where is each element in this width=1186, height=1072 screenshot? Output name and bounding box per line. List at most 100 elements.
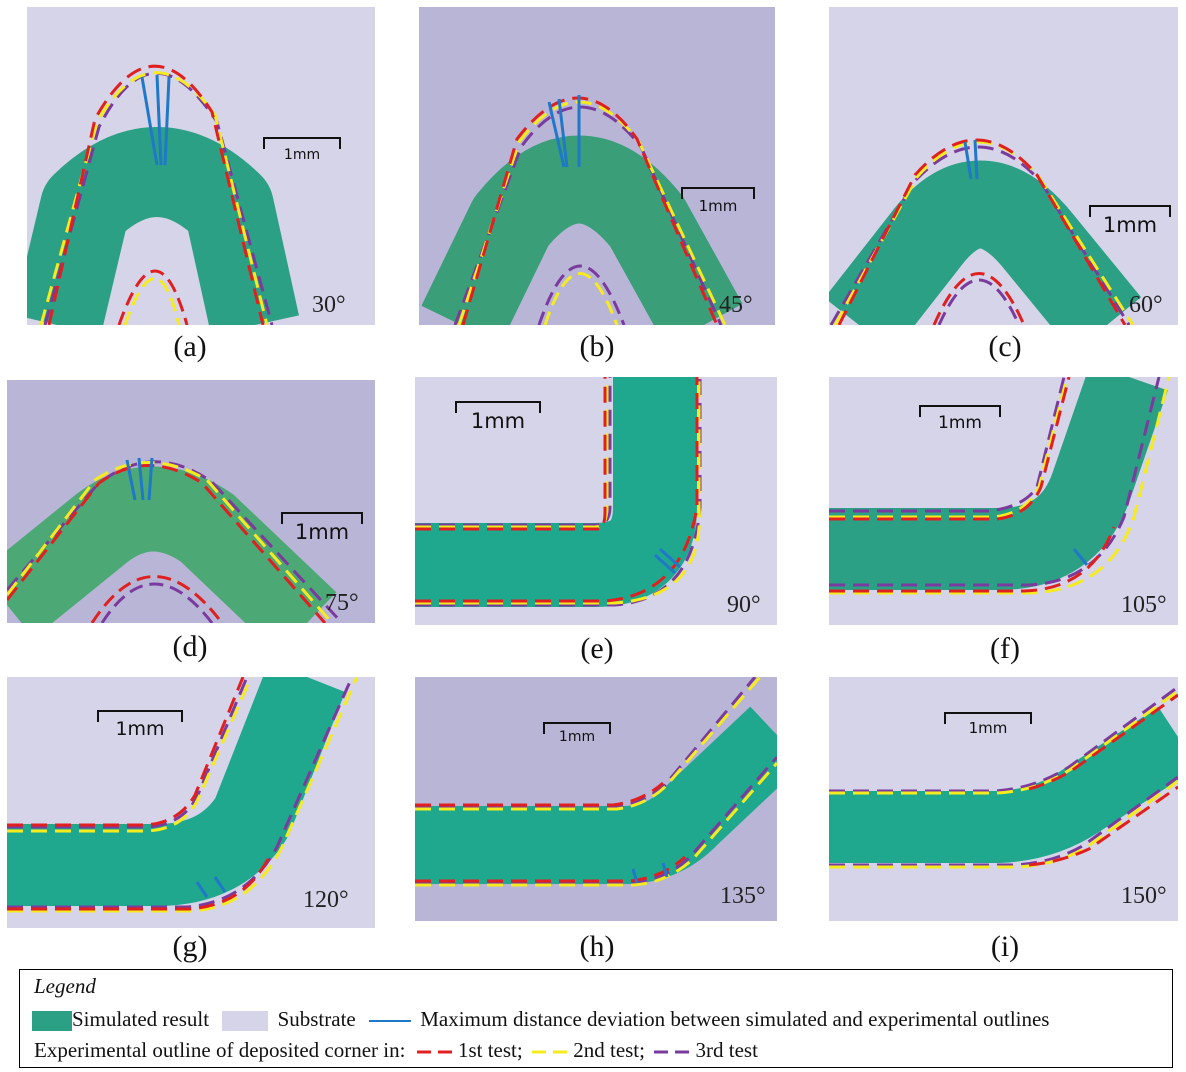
scale-bar-line xyxy=(919,405,1001,417)
outline-test2 xyxy=(7,677,253,833)
simulated-track xyxy=(829,706,1178,863)
simulated-track xyxy=(829,377,1168,590)
outer-outline-test3 xyxy=(415,756,777,885)
simulated-track xyxy=(27,127,299,325)
legend-simulated-label: Simulated result xyxy=(72,1007,210,1031)
scale-bar-line xyxy=(97,710,183,722)
deviation-lines xyxy=(1072,548,1089,566)
outline-test2 xyxy=(7,461,334,623)
outline-test2 xyxy=(829,377,1069,519)
panel-g-figure xyxy=(7,677,375,928)
outer-outline-test1 xyxy=(7,856,271,911)
panel-f: 1mm 105° xyxy=(829,377,1178,625)
panel-h: 1mm 135° xyxy=(415,677,777,921)
panel-d-figure xyxy=(7,380,375,623)
outline-test3 xyxy=(43,71,274,325)
inner-outline-test1 xyxy=(117,269,189,325)
panel-h-figure xyxy=(415,677,777,921)
outline-test3 xyxy=(829,685,1178,793)
scale-bar-line xyxy=(281,512,363,524)
inner-outline-test3 xyxy=(100,582,214,623)
outer-outline-test3 xyxy=(415,377,702,607)
simulated-track xyxy=(421,135,743,325)
legend-separator-2: ; xyxy=(639,1038,645,1062)
inner-outline-test1 xyxy=(90,575,224,623)
angle-label: 150° xyxy=(1121,883,1167,909)
outline-test1 xyxy=(47,64,265,325)
outline-test1 xyxy=(415,781,665,807)
panel-i: 1mm 150° xyxy=(829,677,1178,921)
panel-e-figure xyxy=(415,377,777,625)
deviation-lines xyxy=(963,139,979,180)
legend-experimental-label: Experimental outline of deposited corner… xyxy=(34,1038,406,1062)
outer-outline-test2 xyxy=(415,762,777,887)
panel-i-figure xyxy=(829,677,1178,921)
inner-outline-test1 xyxy=(932,272,1026,325)
inner-outline-test3 xyxy=(537,264,626,325)
scale-bar-line xyxy=(681,187,755,199)
scale-label: 1mm xyxy=(1102,213,1158,237)
outline-test1 xyxy=(7,677,245,827)
inner-outline-test2 xyxy=(123,277,181,325)
outer-outline-test3 xyxy=(829,775,1178,867)
panel-c: 1mm 60° xyxy=(829,7,1178,325)
outline-test1 xyxy=(415,377,607,531)
test3-dash-icon xyxy=(654,1050,691,1054)
panel-c-figure xyxy=(829,7,1178,325)
deviation-lines xyxy=(631,862,669,884)
angle-label: 105° xyxy=(1121,592,1167,618)
legend-test3-label: 3rd test xyxy=(695,1038,758,1062)
legend-row-1: Simulated result Substrate Maximum dista… xyxy=(32,1007,1049,1032)
outer-outline-test2 xyxy=(415,377,701,605)
scale-bar-line xyxy=(1089,205,1171,217)
deviation-swatch xyxy=(368,1020,411,1023)
outer-outline-test2 xyxy=(7,677,359,913)
panel-d: 1mm 75° xyxy=(7,380,375,623)
outline-test2 xyxy=(415,377,609,529)
outline-test3 xyxy=(829,145,1131,325)
scale-bar-line xyxy=(543,722,611,734)
caption-f: (f) xyxy=(990,632,1020,665)
outline-test2 xyxy=(415,677,762,811)
legend-test1-label: 1st test xyxy=(457,1038,517,1062)
simulated-track xyxy=(7,466,337,623)
simulated-track xyxy=(7,677,346,906)
inner-outline-test3 xyxy=(937,278,1021,325)
legend-test2-label: 2nd test xyxy=(573,1038,640,1062)
caption-i: (i) xyxy=(990,930,1020,963)
panel-b: 1mm 45° xyxy=(419,7,775,325)
panel-e: 1mm 90° xyxy=(415,377,777,625)
scale-label: 1mm xyxy=(294,520,350,544)
test2-dash-icon xyxy=(531,1050,568,1054)
outer-outline-test1 xyxy=(415,377,699,603)
outer-outline-test1 xyxy=(415,855,687,883)
substrate-swatch xyxy=(222,1011,269,1032)
scale-label: 1mm xyxy=(698,197,738,215)
caption-a: (a) xyxy=(173,330,207,363)
caption-e: (e) xyxy=(580,632,614,665)
deviation-lines xyxy=(547,95,581,168)
outline-test3 xyxy=(7,677,249,829)
caption-c: (c) xyxy=(988,330,1022,363)
panel-a: 1mm 30° xyxy=(27,7,375,325)
panel-g: 1mm 120° xyxy=(7,677,375,928)
outer-outline-test1 xyxy=(829,526,1116,593)
scale-bar-line xyxy=(263,137,341,149)
caption-g: (g) xyxy=(172,930,208,963)
outline-test3 xyxy=(453,105,723,325)
scale-label: 1mm xyxy=(115,718,165,740)
simulated-track xyxy=(415,377,697,607)
scale-bar-line xyxy=(944,712,1032,724)
caption-b: (b) xyxy=(579,330,615,363)
outline-test1 xyxy=(7,464,327,623)
angle-label: 30° xyxy=(312,292,346,318)
outline-test3 xyxy=(415,677,757,809)
legend-substrate-label: Substrate xyxy=(277,1007,356,1031)
angle-label: 135° xyxy=(720,883,766,909)
scale-bar-line xyxy=(455,401,541,413)
scale-label: 1mm xyxy=(558,729,596,745)
deviation-lines xyxy=(195,876,227,898)
legend-deviation-label: Maximum distance deviation between simul… xyxy=(420,1007,1050,1031)
simulated-track xyxy=(829,160,1142,325)
outer-outline-test3 xyxy=(829,377,1161,587)
